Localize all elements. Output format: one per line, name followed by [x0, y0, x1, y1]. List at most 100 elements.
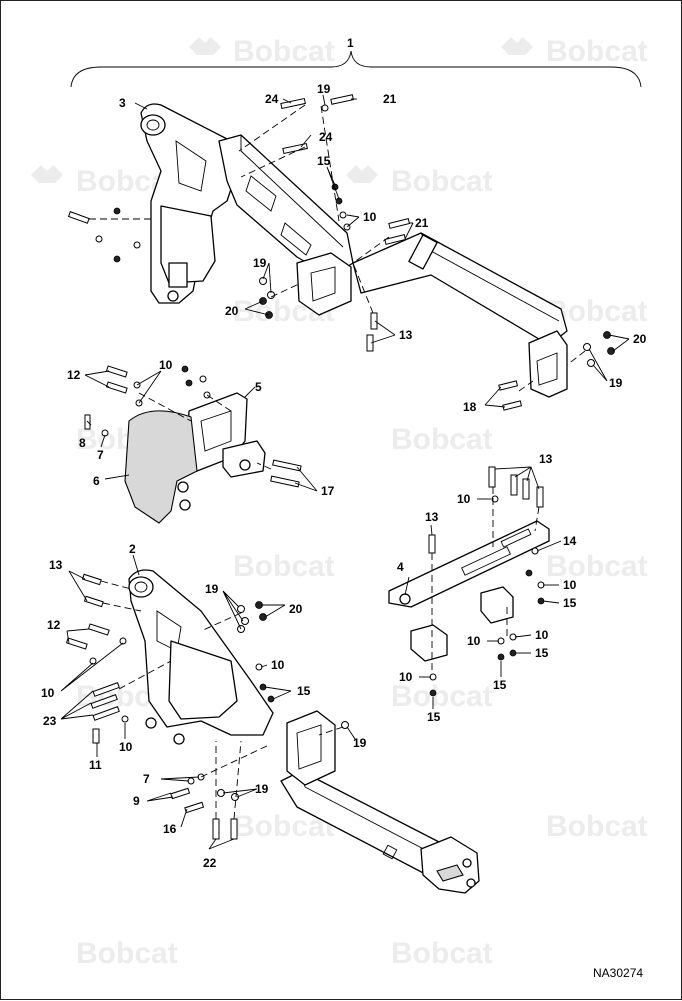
callout-19: 19	[317, 82, 331, 96]
callout-15: 15	[297, 684, 311, 698]
bolt-22-icon	[230, 818, 238, 840]
bolt-13-icon	[428, 534, 436, 554]
callout-15: 15	[563, 596, 577, 610]
bracket-window	[536, 352, 558, 386]
top-mount-assembly	[67, 94, 615, 411]
callout-15: 15	[493, 678, 507, 692]
plate-assembly-4	[388, 466, 550, 697]
bolt-13-icon	[522, 478, 530, 500]
nut-icon	[525, 569, 533, 577]
nut-icon	[113, 255, 121, 263]
bolt-12-icon	[65, 637, 88, 650]
cylinder-block	[222, 440, 266, 478]
bolt-13-icon	[366, 334, 374, 352]
callout-9: 9	[133, 794, 140, 808]
fitting	[179, 499, 191, 511]
bolt-17-icon	[270, 475, 300, 488]
alignment-line	[320, 105, 340, 222]
nut-icon	[113, 207, 121, 215]
callout-24: 24	[319, 130, 333, 144]
bolt-23-icon	[92, 682, 120, 697]
bolt-21-icon	[330, 94, 354, 105]
callout-19: 19	[609, 376, 623, 390]
bolt-12-icon	[87, 623, 110, 636]
leader-lines	[60, 94, 630, 850]
watermark-text: Bobcat	[391, 680, 493, 713]
watermark-text: Bobcat	[546, 810, 648, 843]
cylinder-port	[239, 459, 251, 471]
receiver-opening	[310, 266, 336, 302]
lower-mount-assembly	[65, 569, 480, 894]
washer-icon	[199, 375, 207, 383]
watermark-text: Bobcat	[76, 937, 178, 970]
end-bolt	[466, 878, 476, 888]
callout-5: 5	[255, 380, 262, 394]
callout-21: 21	[415, 216, 429, 230]
plate-slot	[461, 546, 511, 576]
receiver-box-lower	[286, 710, 336, 786]
washer-icon	[95, 235, 103, 243]
callout-20: 20	[225, 304, 239, 318]
alignment-line	[200, 744, 270, 778]
fitting	[177, 481, 189, 493]
alignment-line	[118, 660, 172, 690]
callout-15: 15	[535, 646, 549, 660]
callout-24: 24	[265, 92, 279, 106]
tube-collar	[408, 234, 438, 270]
drawing-code: NA30274	[593, 966, 643, 980]
bobcat-logo-icon	[189, 37, 221, 55]
washer-19-icon	[241, 617, 249, 625]
callout-10: 10	[399, 670, 413, 684]
bolt-13-icon	[81, 573, 102, 586]
end-pad	[436, 864, 464, 882]
bolt-21-icon	[388, 218, 411, 229]
arm-slot	[245, 175, 277, 212]
watermark-text: Bobcat	[233, 550, 335, 583]
bolt-icon	[67, 211, 90, 224]
alignment-line	[100, 580, 132, 590]
alignment-line	[270, 282, 302, 298]
callout-6: 6	[93, 474, 100, 488]
tube-end-bracket	[528, 330, 568, 398]
watermark-text: Bobcat	[546, 35, 648, 68]
callout-12: 12	[47, 618, 61, 632]
bolt-16-icon	[184, 801, 205, 814]
assembly-brace	[70, 50, 642, 88]
callout-10: 10	[363, 210, 377, 224]
alignment-line	[238, 104, 306, 152]
receiver-opening	[296, 724, 322, 770]
tube-window	[382, 844, 398, 860]
hardware-group-right	[428, 466, 545, 697]
bobcat-logo-icon	[31, 165, 63, 183]
washer-19-icon	[583, 343, 591, 351]
hardware-group-bottom	[65, 573, 349, 840]
alignment-line	[102, 602, 142, 612]
callout-2: 2	[129, 542, 136, 556]
bracket-5-face	[200, 410, 232, 452]
callout-10: 10	[457, 492, 471, 506]
watermark-text: Bobcat	[546, 550, 648, 583]
bolt-12-icon	[105, 365, 128, 378]
washer-19-icon	[237, 605, 245, 613]
bracket-nut	[167, 290, 179, 302]
end-bolt	[462, 858, 472, 868]
washer-10-icon	[89, 657, 97, 665]
callout-10: 10	[41, 686, 55, 700]
bracket-assembly-5	[84, 365, 302, 524]
pivot-boss	[140, 114, 166, 136]
callout-15: 15	[317, 154, 331, 168]
lower-bracket	[168, 640, 238, 720]
alignment-line	[534, 506, 540, 532]
callout-22: 22	[203, 856, 217, 870]
bobcat-logo-icon	[501, 37, 533, 55]
callout-11: 11	[89, 758, 102, 772]
callout-21: 21	[383, 92, 397, 106]
callout-20: 20	[289, 602, 303, 616]
callout-4: 4	[397, 560, 404, 574]
alignment-line	[200, 612, 242, 632]
callout-10: 10	[159, 358, 173, 372]
washer-19-icon	[231, 793, 239, 801]
alignment-line	[518, 380, 534, 392]
